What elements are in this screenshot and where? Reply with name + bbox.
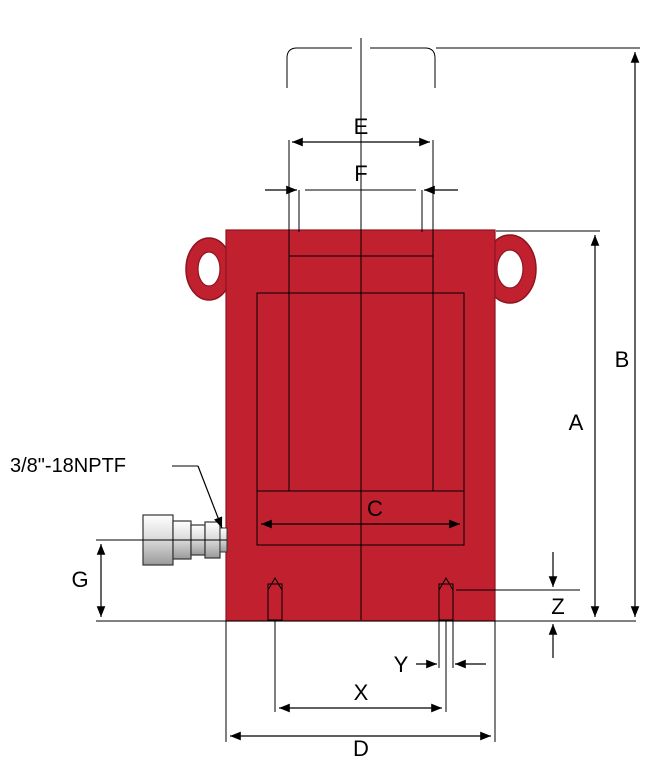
label-c: C <box>367 496 383 521</box>
label-z: Z <box>551 594 564 619</box>
label-d: D <box>353 736 369 761</box>
dim-f: F <box>265 161 458 195</box>
dim-g: G <box>71 539 227 617</box>
label-a: A <box>569 410 584 435</box>
dim-e: E <box>292 114 430 147</box>
dim-b: B <box>436 47 640 617</box>
label-b: B <box>615 347 630 372</box>
left-handle <box>185 237 233 301</box>
port-callout: 3/8"-18NPTF <box>10 455 223 529</box>
mounting-hole-right <box>438 577 454 621</box>
label-x: X <box>354 680 369 705</box>
label-y: Y <box>394 652 409 677</box>
label-e: E <box>354 114 369 139</box>
dim-z: Z <box>456 552 580 658</box>
label-f: F <box>354 161 367 186</box>
dim-y: Y <box>394 621 486 677</box>
plunger-outline <box>288 140 434 293</box>
mounting-hole-left <box>267 577 283 621</box>
label-port: 3/8"-18NPTF <box>10 455 126 477</box>
dim-d: D <box>225 621 496 761</box>
dim-c: C <box>261 496 460 529</box>
saddle-outline <box>286 47 436 88</box>
label-g: G <box>71 567 88 592</box>
dim-x: X <box>274 621 447 713</box>
dim-a: A <box>496 230 600 617</box>
